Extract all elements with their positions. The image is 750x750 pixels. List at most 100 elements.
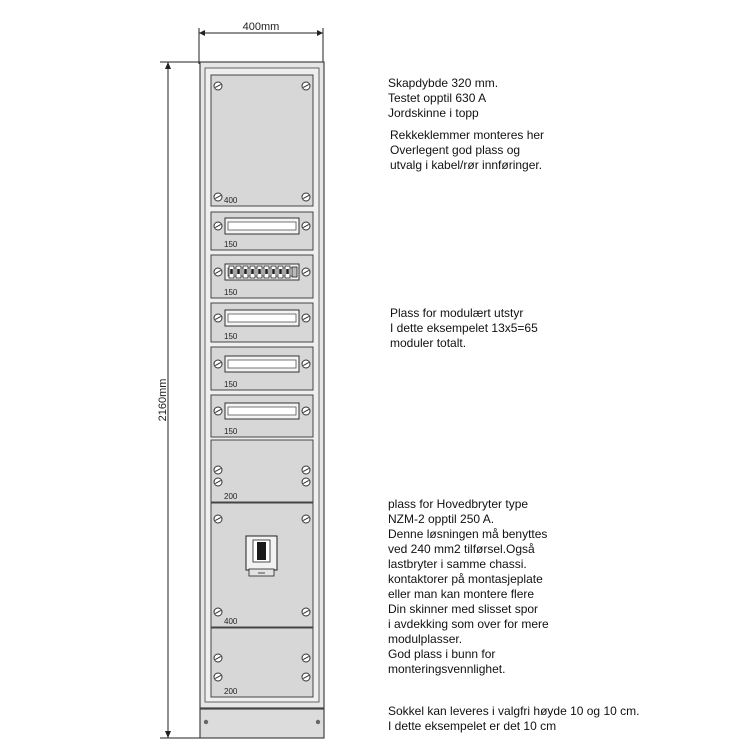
note-cabinet: Skapdybde 320 mm. Testet opptil 630 A Jo… bbox=[388, 76, 498, 121]
panel-size-label: 400 bbox=[224, 617, 238, 626]
module-panel-4: 150 bbox=[210, 346, 314, 391]
note-line: Denne løsningen må benyttes bbox=[388, 527, 548, 541]
note-modules: Plass for modulært utstyr I dette eksemp… bbox=[390, 306, 538, 351]
note-line: I dette eksempelet er det 10 cm bbox=[388, 719, 557, 733]
note-line: monteringsvennlighet. bbox=[388, 662, 506, 676]
note-line: Jordskinne i topp bbox=[388, 106, 479, 120]
note-line: i avdekking som over for mere bbox=[388, 617, 549, 631]
note-terminals: Rekkeklemmer monteres her Overlegent god… bbox=[390, 128, 544, 173]
top-terminal-panel: 400 bbox=[210, 74, 314, 207]
panel-cover bbox=[210, 627, 314, 698]
panel-size-label: 150 bbox=[224, 332, 238, 341]
screw-slot bbox=[302, 408, 310, 414]
note-line: Plass for modulært utstyr bbox=[390, 306, 524, 320]
module-panel-5: 150 bbox=[210, 394, 314, 438]
breaker-end-module bbox=[291, 266, 298, 278]
plinth-bolt bbox=[203, 719, 209, 725]
note-main-switch: plass for Hovedbryter type NZM-2 opptil … bbox=[388, 497, 549, 677]
main-switch-panel: 400 bbox=[210, 502, 314, 628]
plinth-bolt bbox=[315, 719, 321, 725]
screw-slot bbox=[302, 516, 310, 522]
screw-slot bbox=[214, 194, 222, 200]
screw-slot bbox=[302, 223, 310, 229]
breaker-toggle bbox=[279, 269, 282, 274]
din-rail bbox=[227, 359, 297, 369]
main-switch-base bbox=[248, 568, 275, 577]
panel-size-label: 150 bbox=[224, 380, 238, 389]
module-panel-3: 150 bbox=[210, 302, 314, 343]
note-line: Skapdybde 320 mm. bbox=[388, 76, 499, 90]
screw-slot bbox=[302, 194, 310, 200]
breaker-toggle bbox=[237, 269, 240, 274]
arrow-head bbox=[165, 731, 171, 738]
screw-slot bbox=[302, 655, 310, 661]
note-line: eller man kan montere flere bbox=[388, 587, 535, 601]
screw-slot bbox=[302, 609, 310, 615]
panel-size-label: 400 bbox=[224, 196, 238, 205]
screw-slot bbox=[214, 408, 222, 414]
screw-slot bbox=[214, 83, 222, 89]
note-line: Overlegent god plass og bbox=[390, 143, 521, 157]
note-plinth: Sokkel kan leveres i valgfri høyde 10 og… bbox=[388, 704, 639, 734]
cabinet-panels: 400 150 150 150 150 150 200 400 200 bbox=[210, 74, 314, 698]
screw-slot bbox=[302, 83, 310, 89]
breaker-toggle bbox=[265, 269, 268, 274]
screw-slot bbox=[214, 467, 222, 473]
breaker-toggle bbox=[244, 269, 247, 274]
note-line: utvalg i kabel/rør innføringer. bbox=[390, 158, 543, 172]
note-line: Sokkel kan leveres i valgfri høyde 10 og… bbox=[388, 704, 640, 718]
screw-slot bbox=[214, 655, 222, 661]
dimension-lines bbox=[160, 28, 324, 739]
arrow-head bbox=[165, 62, 171, 69]
panel-size-label: 200 bbox=[224, 687, 238, 696]
din-rail bbox=[227, 221, 297, 231]
panel-size-label: 150 bbox=[224, 288, 238, 297]
screw-slot bbox=[214, 516, 222, 522]
note-line: Din skinner med slisset spor bbox=[388, 602, 539, 616]
note-line: Rekkeklemmer monteres her bbox=[390, 128, 545, 142]
note-line: lastbryter i samme chassi. bbox=[388, 557, 527, 571]
note-line: kontaktorer på montasjeplate bbox=[388, 572, 543, 586]
breaker-toggle bbox=[230, 269, 233, 274]
breaker-toggle bbox=[286, 269, 289, 274]
arrow-head bbox=[317, 30, 323, 36]
screw-slot bbox=[214, 609, 222, 615]
screw-slot bbox=[302, 269, 310, 275]
panel-cover bbox=[210, 439, 314, 503]
panel-size-label: 150 bbox=[224, 427, 238, 436]
blank-panel-200-lower: 200 bbox=[210, 627, 314, 698]
screw-slot bbox=[302, 315, 310, 321]
screw-slot bbox=[302, 467, 310, 473]
blank-panel-200-upper: 200 bbox=[210, 439, 314, 503]
screw-slot bbox=[214, 361, 222, 367]
screw-slot bbox=[302, 361, 310, 367]
screw-slot bbox=[214, 269, 222, 275]
note-line: NZM-2 opptil 250 A. bbox=[388, 512, 495, 526]
panel-size-label: 150 bbox=[224, 240, 238, 249]
plinth bbox=[199, 708, 325, 739]
screw-slot bbox=[214, 315, 222, 321]
din-rail bbox=[227, 313, 297, 323]
breaker-toggle bbox=[258, 269, 261, 274]
main-switch-handle bbox=[257, 542, 266, 560]
screw-slot bbox=[214, 479, 222, 485]
breaker-toggle bbox=[272, 269, 275, 274]
din-rail bbox=[227, 406, 297, 416]
width-dimension-label: 400mm bbox=[243, 21, 280, 33]
note-line: ved 240 mm2 tilførsel.Også bbox=[388, 542, 535, 556]
note-line: moduler totalt. bbox=[390, 336, 467, 350]
module-panel-2: 150 bbox=[210, 254, 314, 299]
screw-slot bbox=[302, 674, 310, 680]
note-line: modulplasser. bbox=[388, 632, 463, 646]
note-line: I dette eksempelet 13x5=65 bbox=[390, 321, 538, 335]
note-line: Testet opptil 630 A bbox=[388, 91, 487, 105]
screw-slot bbox=[214, 223, 222, 229]
note-line: plass for Hovedbryter type bbox=[388, 497, 529, 511]
panel-cover bbox=[210, 74, 314, 207]
panel-size-label: 200 bbox=[224, 492, 238, 501]
screw-slot bbox=[214, 674, 222, 680]
module-panel-1: 150 bbox=[210, 211, 314, 251]
note-line: God plass i bunn for bbox=[388, 647, 496, 661]
screw-slot bbox=[302, 479, 310, 485]
